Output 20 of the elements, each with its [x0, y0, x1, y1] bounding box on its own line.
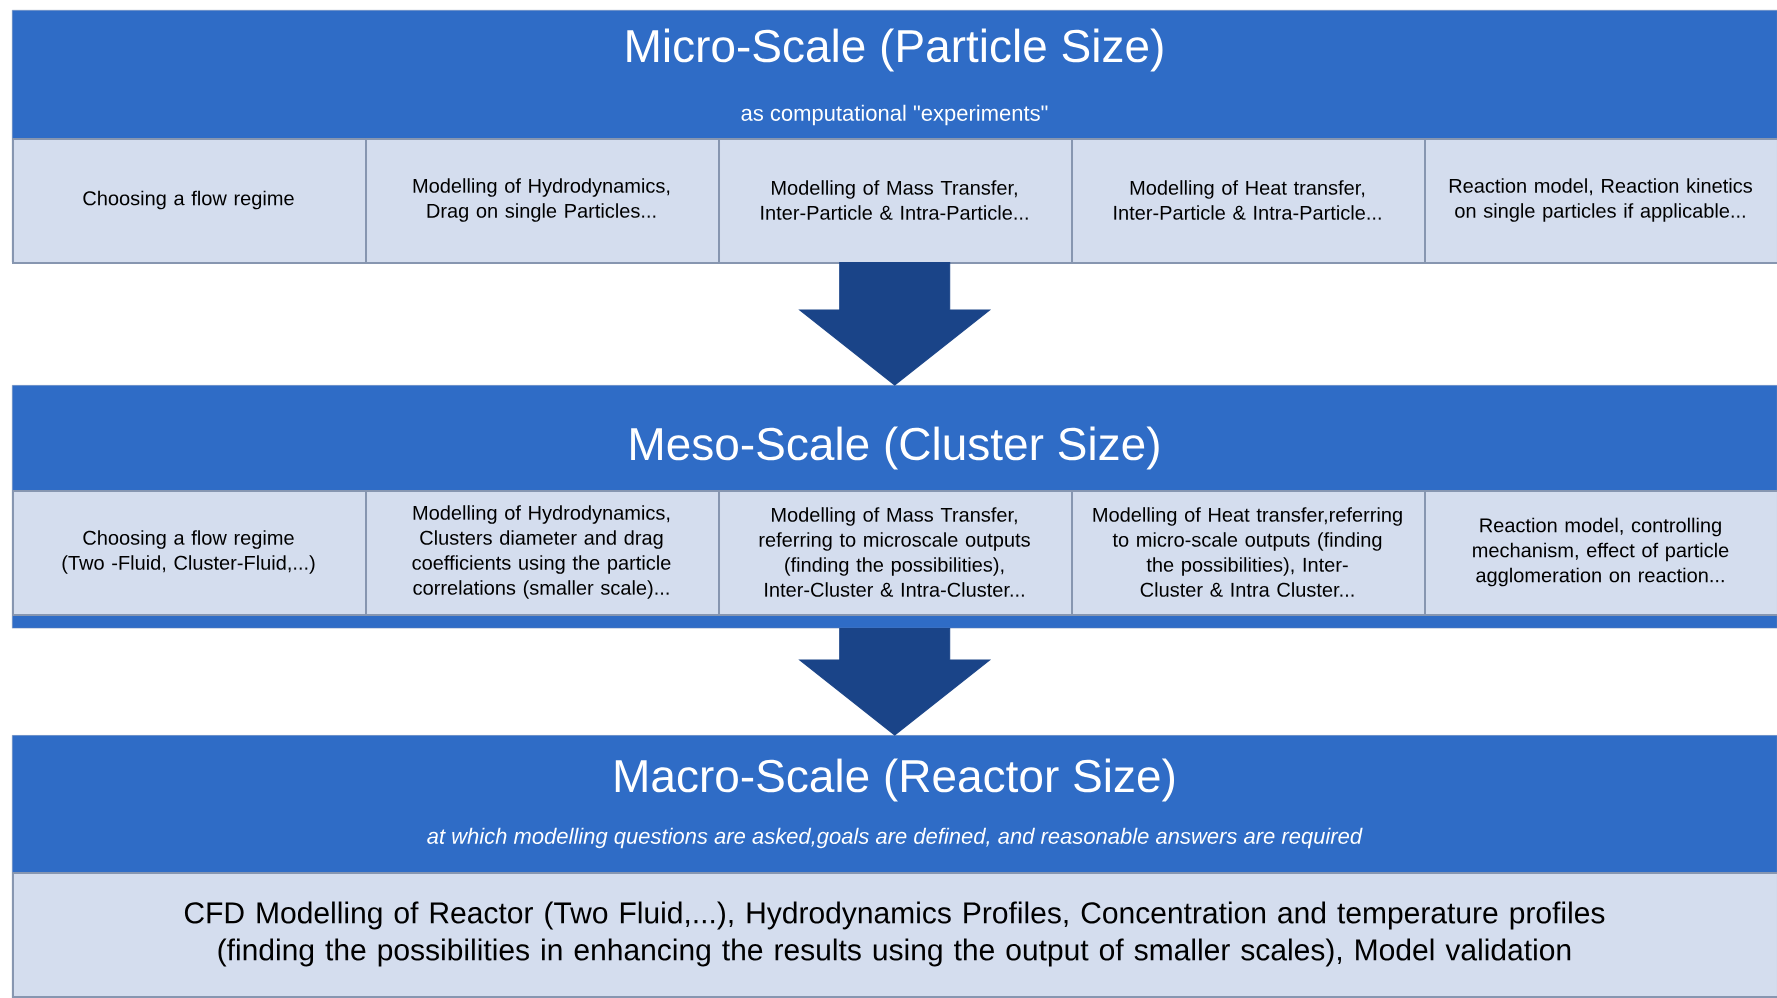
process-box: Modelling of Heat transfer, Inter-Particle & Intra-Particle... [1071, 138, 1426, 264]
block-arrow [799, 627, 991, 736]
node-label: Reaction model, controlling mechanism, effect of particle agglomeration on reaction... [1473, 517, 1729, 587]
band-subtitle: as computational "experiments" [741, 104, 1048, 126]
block-arrow [799, 261, 991, 386]
process-box: Choosing a flow regime (Two -Fluid, Cluster-Fluid,...) [12, 490, 367, 616]
process-box: Modelling of Mass Transfer, referring to microscale outputs (finding the possibilities), Inter-Cluster & Intra-Cluster... [718, 490, 1073, 616]
process-box: Choosing a flow regime [12, 138, 367, 264]
process-box: CFD Modelling of Reactor (Two Fluid,...), Hydrodynamics Profiles, Concentration and temperature profiles (finding the possibilities in enhancing the results using the output of smaller scales), Model validation [12, 872, 1777, 998]
process-box: Modelling of Mass Transfer, Inter-Particle & Intra-Particle... [718, 138, 1073, 264]
band-title: Micro-Scale (Particle Size) [627, 28, 1163, 72]
process-box: Reaction model, controlling mechanism, effect of particle agglomeration on reaction... [1424, 490, 1777, 616]
process-box: Modelling of Hydrodynamics, Clusters diameter and drag coefficients using the particle correlations (smaller scale)... [365, 490, 720, 616]
band-subtitle: at which modelling questions are asked,goals are defined, and reasonable answers are required [427, 827, 1363, 849]
band-title: Macro-Scale (Reactor Size) [615, 758, 1174, 802]
process-box: Modelling of Hydrodynamics, Drag on single Particles... [365, 138, 720, 264]
band-title: Meso-Scale (Cluster Size) [631, 426, 1159, 470]
node-label: Reaction model, Reaction kinetics on single particles if applicable... [1449, 178, 1752, 222]
process-box: Modelling of Heat transfer,referring to micro-scale outputs (finding the possibilities), Inter-Cluster & Intra Cluster... [1071, 490, 1426, 616]
process-box: Reaction model, Reaction kinetics on single particles if applicable... [1424, 138, 1777, 264]
